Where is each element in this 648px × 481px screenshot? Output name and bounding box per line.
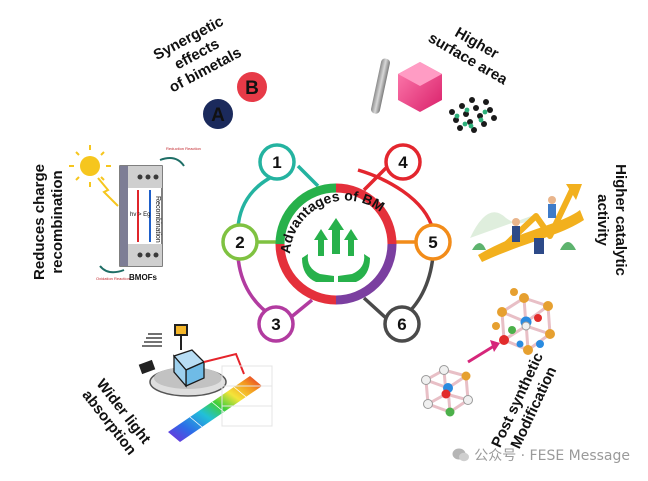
svg-text:activity: activity — [594, 194, 611, 246]
svg-text:2: 2 — [235, 233, 244, 252]
label-wider-light: Wider light absorption — [79, 376, 154, 459]
sun-icon — [69, 145, 111, 187]
watermark-text: 公众号 · FESE Message — [474, 448, 630, 464]
growth-chart-illustration — [470, 184, 584, 262]
reduction-label: Reduction Reaction — [166, 146, 201, 151]
svg-text:4: 4 — [398, 153, 408, 172]
light-absorption-illustration — [138, 324, 273, 442]
svg-text:Higher catalytic: Higher catalytic — [612, 164, 629, 276]
lattice-icon — [449, 97, 497, 133]
svg-text:recombination: recombination — [49, 170, 66, 273]
svg-text:6: 6 — [397, 315, 406, 334]
wechat-icon — [452, 448, 470, 462]
svg-text:5: 5 — [428, 233, 437, 252]
node-4: 4 — [384, 143, 422, 181]
svg-text:Reduces charge: Reduces charge — [31, 164, 48, 280]
label-higher-catalytic: Higher catalytic activity — [594, 164, 629, 276]
recombination-label: Recombination — [154, 196, 161, 243]
node-1: 1 — [258, 143, 296, 181]
hv-eg-label: hv > Eg — [130, 212, 151, 218]
label-synergetic: Synergetic effects of bimetals — [151, 13, 245, 96]
oxidation-label: Oxidation Reaction — [96, 276, 130, 281]
growth-hands-icon — [302, 218, 370, 282]
recombination-panel: hv > Eg Recombination Reduction Reaction… — [69, 145, 201, 282]
label-post-synthetic: Post synthetic Modification — [488, 350, 560, 451]
svg-text:1: 1 — [272, 153, 281, 172]
watermark: 公众号 · FESE Message — [452, 445, 630, 465]
node-3: 3 — [257, 305, 295, 343]
node-2: 2 — [221, 223, 259, 261]
bimetal-badges: B A — [201, 70, 269, 131]
mof-structure-illustration — [421, 288, 555, 417]
bmofs-label: BMOFs — [129, 273, 158, 282]
surface-area-icons — [371, 58, 497, 133]
node-6: 6 — [383, 305, 421, 343]
badge-a: A — [211, 105, 225, 126]
badge-b: B — [245, 78, 259, 99]
label-reduces-charge: Reduces charge recombination — [31, 164, 66, 280]
node-5: 5 — [414, 223, 452, 261]
svg-text:3: 3 — [271, 315, 280, 334]
